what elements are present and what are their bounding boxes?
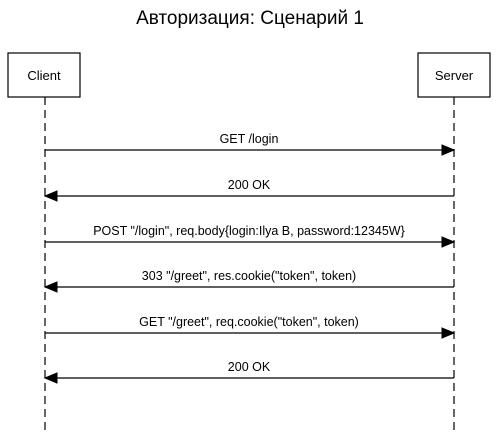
actor-server-box xyxy=(417,52,491,98)
message-3: POST "/login", req.body{login:Ilya B, pa… xyxy=(45,224,456,248)
message-2: 200 OK xyxy=(43,178,454,202)
message-6: 200 OK xyxy=(43,360,454,384)
message-label: GET /login xyxy=(220,132,279,146)
actor-client-box xyxy=(7,52,81,98)
arrow-head-right xyxy=(441,236,456,248)
actor-server-label: Server xyxy=(435,68,474,83)
actor-client-label: Client xyxy=(27,68,61,83)
arrow-head-right xyxy=(441,327,456,339)
message-label: GET "/greet", req.cookie("token", token) xyxy=(139,315,359,329)
actor-server: Server xyxy=(417,52,491,98)
message-1: GET /login xyxy=(45,132,456,156)
message-label: 200 OK xyxy=(228,178,271,192)
message-label: POST "/login", req.body{login:Ilya B, pa… xyxy=(93,224,405,238)
arrow-head-right xyxy=(441,144,456,156)
arrow-head-left xyxy=(43,190,58,202)
arrow-head-left xyxy=(43,281,58,293)
message-label: 200 OK xyxy=(228,360,271,374)
actor-client: Client xyxy=(7,52,81,98)
diagram-title: Авторизация: Сценарий 1 xyxy=(136,8,364,29)
message-5: GET "/greet", req.cookie("token", token) xyxy=(45,315,456,339)
message-label: 303 "/greet", res.cookie("token", token) xyxy=(142,269,356,283)
arrow-head-left xyxy=(43,372,58,384)
message-4: 303 "/greet", res.cookie("token", token) xyxy=(43,269,454,293)
